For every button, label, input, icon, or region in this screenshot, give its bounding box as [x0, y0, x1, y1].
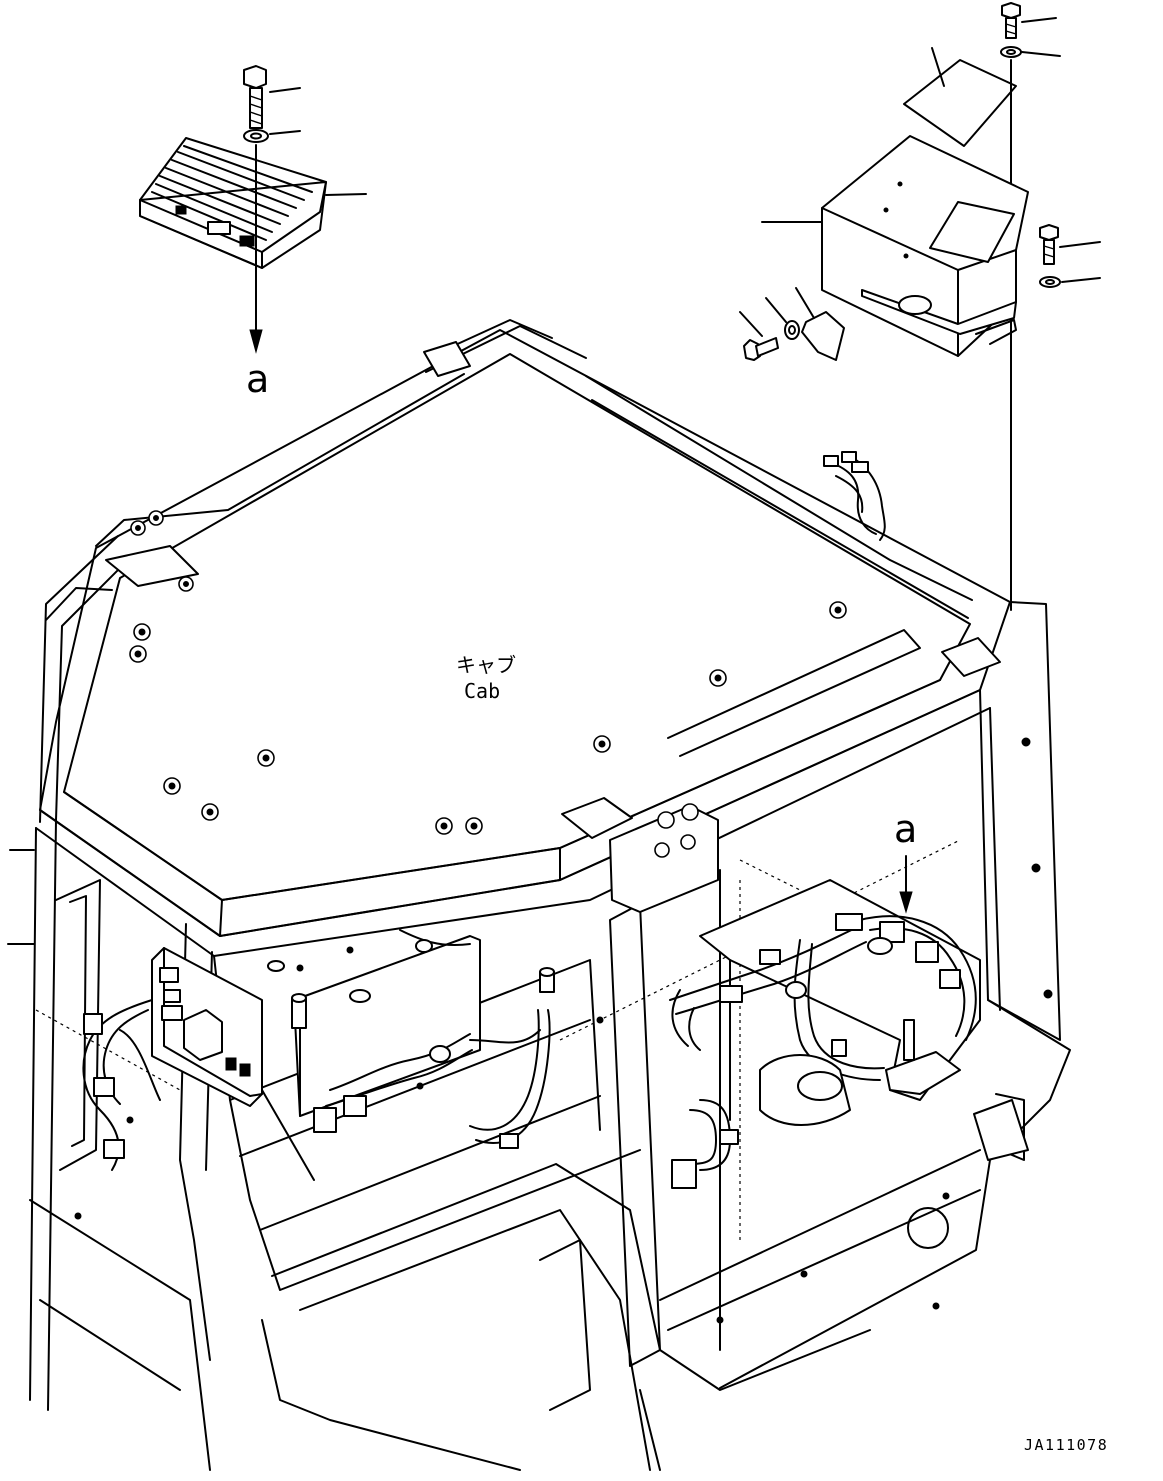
bolt-icon	[243, 65, 267, 129]
drawing-number: JA111078	[1024, 1436, 1108, 1454]
cover-assembly	[739, 2, 1101, 611]
bolt-icon	[1001, 2, 1021, 39]
cab-frame	[7, 601, 1071, 1471]
ref-label-a-top: a	[246, 357, 269, 401]
bolt-icon	[743, 337, 779, 361]
rear-harness-assembly: a	[669, 807, 981, 1189]
heatsink-fins-icon	[151, 145, 313, 241]
cap-plate-icon	[801, 311, 845, 361]
rear-wall-components	[267, 929, 555, 1149]
cab-label-jp: キャブ	[456, 653, 516, 677]
cab-roof: キャブ Cab	[35, 319, 1011, 957]
roof-harness	[823, 451, 886, 541]
roof-bolts	[129, 510, 847, 835]
ref-label-a-bottom: a	[894, 807, 917, 851]
cab-label-en: Cab	[464, 679, 500, 703]
controller-unit: a	[139, 65, 367, 401]
bolt-icon	[1039, 224, 1059, 265]
front-panel-controller	[82, 947, 315, 1181]
